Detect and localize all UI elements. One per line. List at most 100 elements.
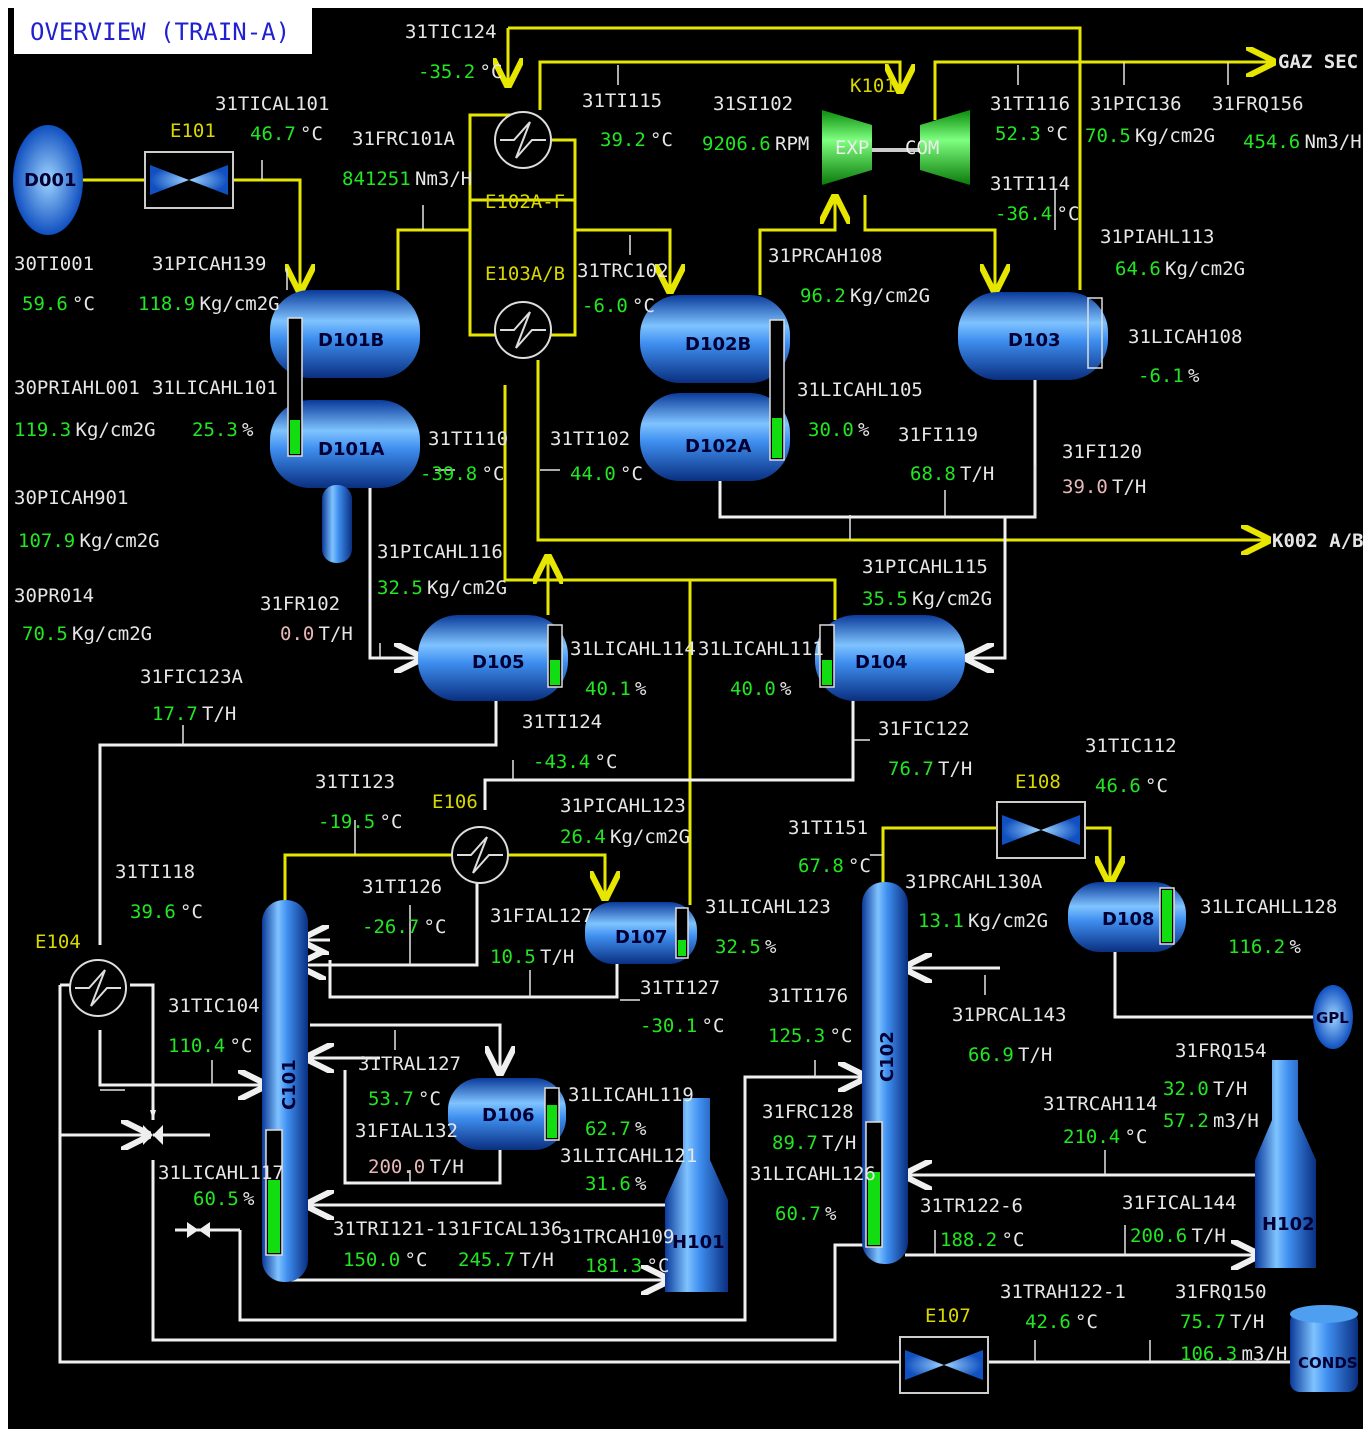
tag-fical136: 31FICAL136 — [448, 1218, 562, 1240]
unit-tic112: °C — [1145, 775, 1168, 797]
tag-ti124b: 31TI124 — [522, 711, 602, 733]
value-picah139: 118.9 — [138, 293, 195, 315]
tag-pic136: 31PIC136 — [1090, 93, 1182, 115]
unit-licahl117: % — [243, 1188, 255, 1210]
value-licahl111: 40.0 — [730, 678, 776, 700]
value-frq150: 75.7 — [1180, 1311, 1226, 1333]
tag-licahl126: 31LICAHL126 — [750, 1163, 876, 1185]
vessel-d106[interactable]: D106 — [448, 1078, 566, 1150]
vessel-d105[interactable]: D105 — [418, 615, 568, 701]
unit-prcahl130a: Kg/cm2G — [968, 910, 1048, 932]
vessel-d108[interactable]: D108 — [1068, 882, 1186, 952]
unit-picah901: Kg/cm2G — [80, 530, 160, 552]
tag-fi120: 31FI120 — [1062, 441, 1142, 463]
vessel-d102a[interactable]: D102A — [640, 393, 790, 481]
svg-text:D101B: D101B — [318, 330, 384, 351]
svg-text:E107: E107 — [925, 1305, 971, 1327]
value-si102: 9206.6 — [702, 133, 771, 155]
tag-picahl116: 31PICAHL116 — [377, 541, 503, 563]
svg-text:COM: COM — [905, 137, 939, 159]
value-piahl113: 64.6 — [1115, 258, 1161, 280]
svg-text:E102A-F: E102A-F — [485, 191, 565, 213]
svg-text:D101A: D101A — [318, 439, 385, 460]
tag-licahl119: 31LICAHL119 — [568, 1084, 694, 1106]
tag-ti118: 31TI118 — [115, 861, 195, 883]
value-licah108: -6.1 — [1138, 365, 1184, 387]
tag-fi119: 31FI119 — [898, 424, 978, 446]
value-fical144: 200.6 — [1130, 1225, 1187, 1247]
tag-fic122: 31FIC122 — [878, 718, 970, 740]
tag-licahl123: 31LICAHL123 — [705, 896, 831, 918]
tag-tical101: 31TICAL101 — [215, 93, 329, 115]
tag-licahl114: 31LICAHL114 — [570, 638, 696, 660]
value-fic123a: 17.7 — [152, 703, 198, 725]
unit-trcah109: °C — [647, 1255, 670, 1277]
level-gauge-d102 — [770, 320, 784, 460]
tag-ti114: 31TI114 — [990, 173, 1070, 195]
unit-ti124b: °C — [595, 751, 618, 773]
value-licahl114: 40.1 — [585, 678, 631, 700]
unit-si102: RPM — [775, 133, 809, 155]
unit-ti102: °C — [620, 463, 643, 485]
svg-text:CONDS: CONDS — [1298, 1354, 1358, 1372]
vessel-d104[interactable]: D104 — [815, 615, 965, 701]
column-c102[interactable]: C102 — [862, 882, 908, 1264]
unit-fic122: T/H — [938, 758, 972, 780]
tag-tri121_1: 31TRI121-1 — [333, 1218, 447, 1240]
value-trcah109: 181.3 — [585, 1255, 642, 1277]
column-c101[interactable]: C101 — [262, 900, 308, 1282]
tag-licahl121: 31LIICAHL121 — [560, 1145, 697, 1167]
unit-fial132: T/H — [430, 1156, 464, 1178]
unit-licah108: % — [1188, 365, 1200, 387]
unit-trcah114: °C — [1125, 1126, 1148, 1148]
value-fic122: 76.7 — [888, 758, 934, 780]
svg-text:D102B: D102B — [685, 334, 751, 355]
tag-ti116: 31TI116 — [990, 93, 1070, 115]
tag-fical144: 31FICAL144 — [1122, 1192, 1236, 1214]
tag-si102: 31SI102 — [713, 93, 793, 115]
value-pic136: 70.5 — [1085, 125, 1131, 147]
vessel-d107[interactable]: D107 — [585, 902, 697, 964]
value-prcah108: 96.2 — [800, 285, 846, 307]
value-tri121_1: 150.0 — [343, 1249, 400, 1271]
unit-tr122_6: °C — [1002, 1229, 1025, 1251]
svg-text:GPL: GPL — [1316, 1009, 1349, 1027]
unit-ti115: °C — [650, 129, 673, 151]
unit-pic136: Kg/cm2G — [1135, 125, 1215, 147]
tag-frq154: 31FRQ154 — [1175, 1040, 1267, 1062]
unit-frc128: T/H — [822, 1132, 856, 1154]
sphere-gpl[interactable]: GPL — [1313, 985, 1353, 1049]
value-ti102: 44.0 — [570, 463, 616, 485]
unit-ti114: °C — [1057, 203, 1080, 225]
value-fi120: 39.0 — [1062, 476, 1108, 498]
unit-prcal143: T/H — [1018, 1044, 1052, 1066]
unit-picahl116: Kg/cm2G — [427, 577, 507, 599]
unit-licahl114: % — [635, 678, 647, 700]
tag-prcal143: 31PRCAL143 — [952, 1004, 1066, 1026]
vessel-d001[interactable]: D001 — [13, 125, 83, 235]
unit-trc102: °C — [632, 295, 655, 317]
svg-text:E101: E101 — [170, 120, 216, 142]
tank-conds[interactable]: CONDS — [1290, 1305, 1358, 1392]
value-fial127: 10.5 — [490, 946, 536, 968]
tag-pr014: 30PR014 — [14, 585, 94, 607]
value-fr102: 0.0 — [280, 623, 314, 645]
unit-ti127: °C — [702, 1015, 725, 1037]
svg-text:D102A: D102A — [685, 436, 752, 457]
tag-trcah109: 31TRCAH109 — [560, 1226, 674, 1248]
value-ti151: 67.8 — [798, 855, 844, 877]
value-frq156: 454.6 — [1243, 131, 1300, 153]
unit-priahl001: Kg/cm2G — [76, 419, 156, 441]
vessel-d102b[interactable]: D102B — [640, 295, 790, 383]
svg-text:E104: E104 — [35, 931, 81, 953]
value-trc102: -6.0 — [582, 295, 628, 317]
tag-ti176: 31TI176 — [768, 985, 848, 1007]
unit-fic123a: T/H — [202, 703, 236, 725]
value-licahl126: 60.7 — [775, 1203, 821, 1225]
unit-trahl127: °C — [418, 1088, 441, 1110]
vessel-d103[interactable]: D103 — [958, 292, 1108, 380]
unit-ti123: °C — [380, 811, 403, 833]
unit-licahl123: % — [765, 936, 777, 958]
value-licahl119: 62.7 — [585, 1118, 631, 1140]
tag-licahl105: 31LICAHL105 — [797, 379, 923, 401]
